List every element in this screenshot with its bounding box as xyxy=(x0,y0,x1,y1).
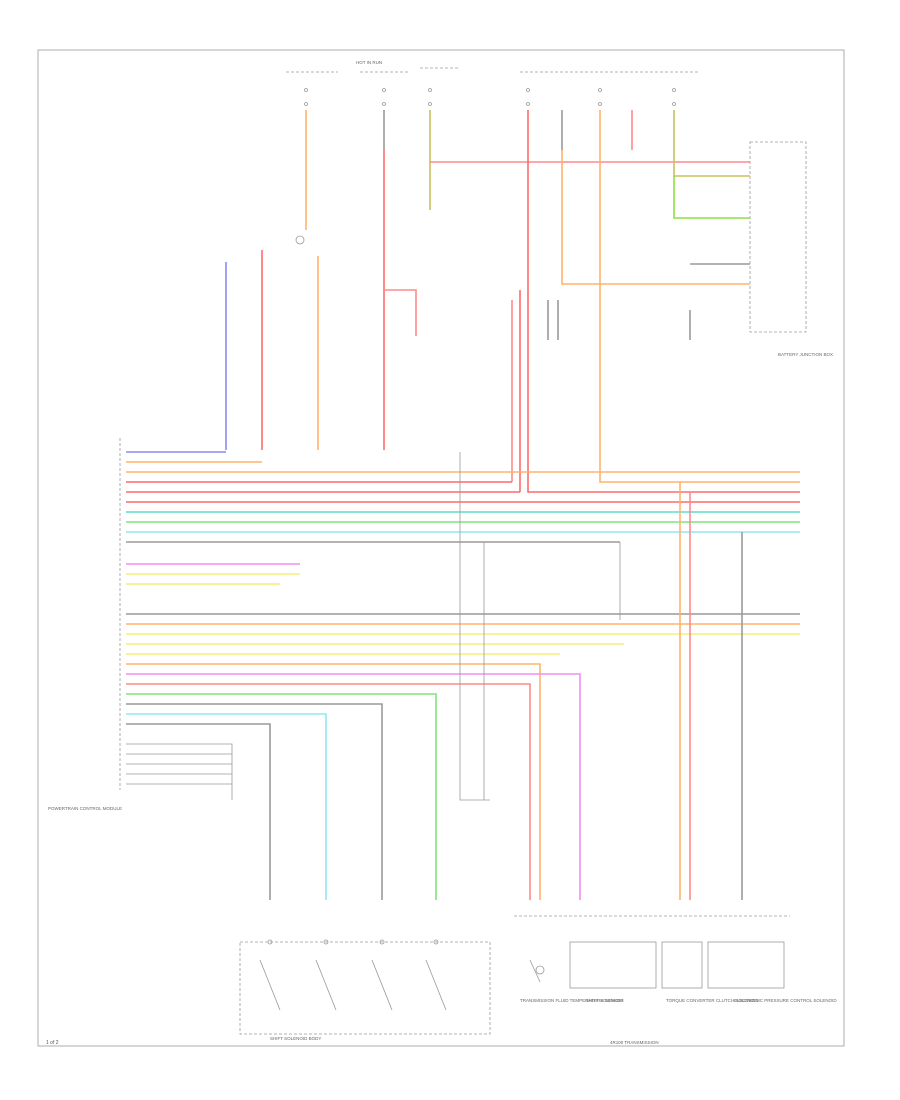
tcc-label: TORQUE CONVERTER CLUTCH SOLENOID xyxy=(666,998,759,1003)
switch-area xyxy=(225,150,417,450)
solenoid-body-label: SHIFT SOLENOID BODY xyxy=(270,1036,321,1041)
fuse-group xyxy=(286,67,700,106)
hot-in-run-label: HOT IN RUN xyxy=(356,60,382,65)
battery-junction-box xyxy=(749,141,807,333)
diagram-frame xyxy=(37,49,845,1047)
solenoid-body xyxy=(239,939,491,1035)
shift-solenoid-label: SHIFT SOLENOID xyxy=(586,998,624,1003)
bjb-label: BATTERY JUNCTION BOX xyxy=(778,352,833,357)
pcm-bus-2 xyxy=(126,563,300,585)
fuse-wires xyxy=(305,110,675,230)
tft-label: TRANSMISSION FLUID TEMPERATURE SENSOR xyxy=(520,998,624,1003)
bjb-wires xyxy=(430,150,750,285)
pcm-label: POWERTRAIN CONTROL MODULE xyxy=(48,806,122,811)
page-number: 1 of 2 xyxy=(46,1040,59,1046)
ground-lines xyxy=(126,743,233,800)
right-wires xyxy=(459,452,743,900)
transmission-components xyxy=(529,941,785,989)
epc-label: ELECTRONIC PRESSURE CONTROL SOLENOID xyxy=(734,998,837,1003)
pcm-bus-1 xyxy=(126,451,800,543)
trunk-wires xyxy=(511,150,800,493)
pcm-bus-3 xyxy=(126,613,800,900)
transmission-label: 4R100 TRANSMISSION xyxy=(610,1040,659,1045)
